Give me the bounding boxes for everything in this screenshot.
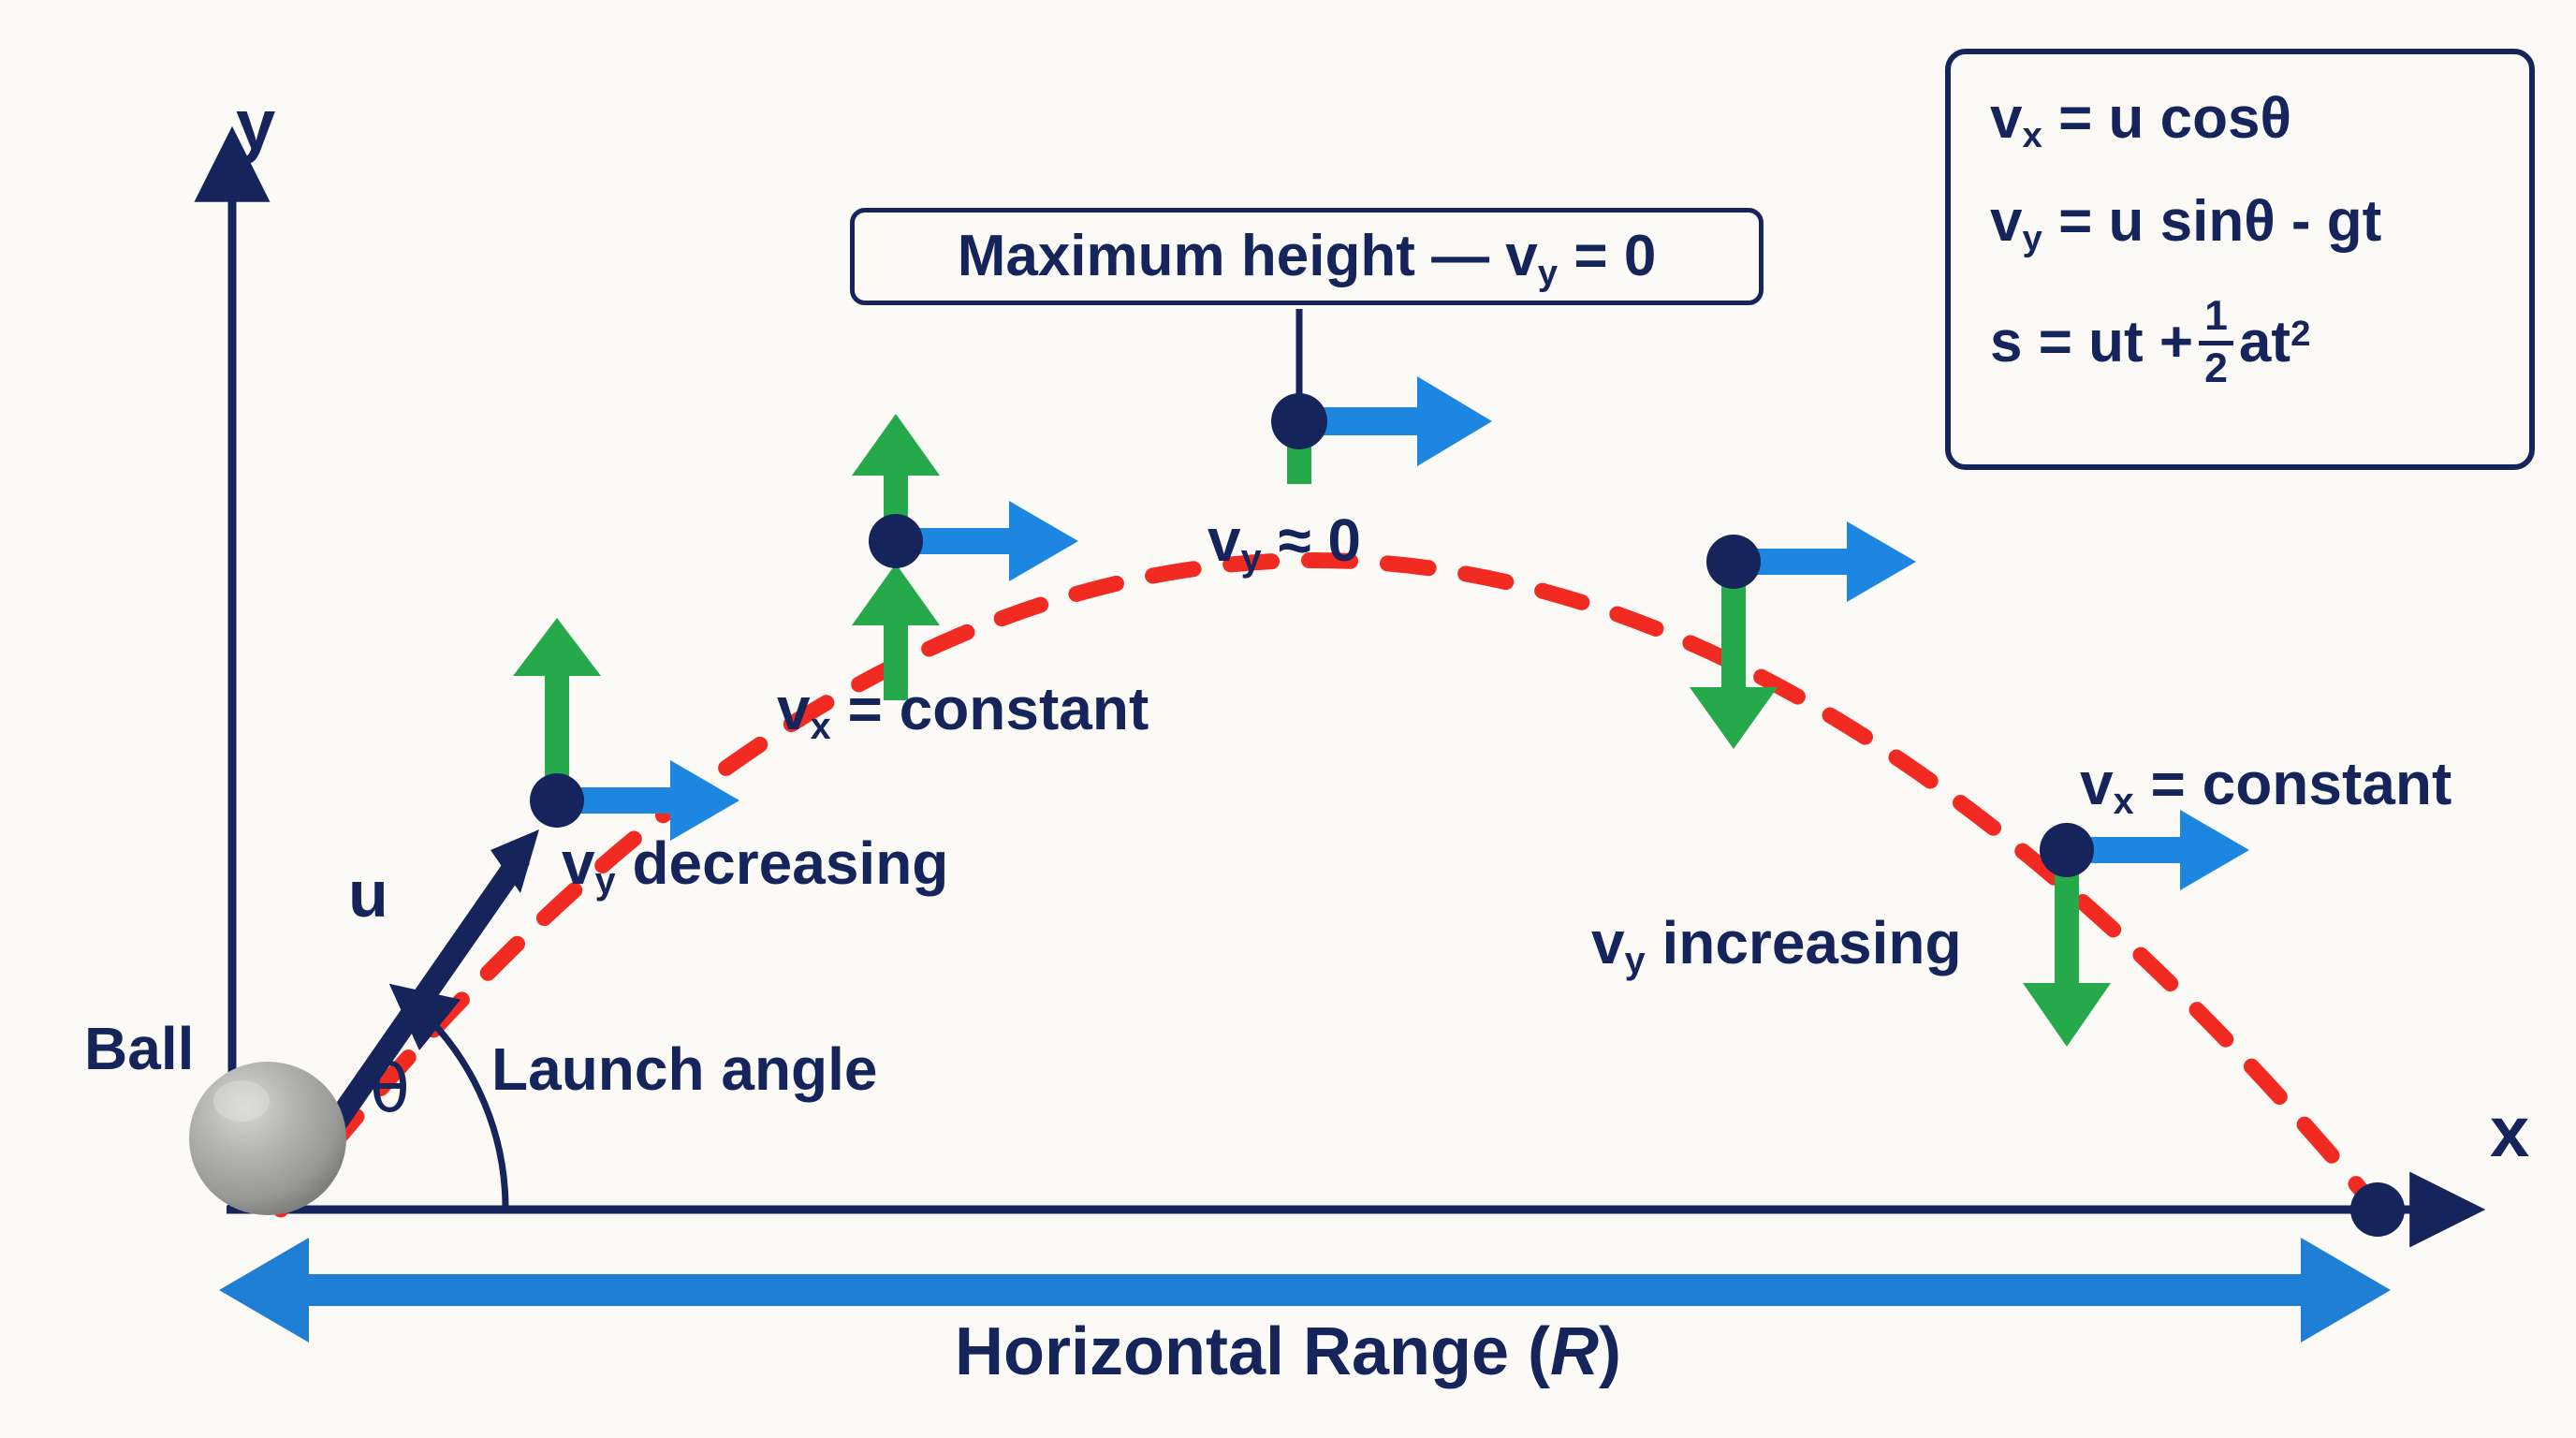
ball-label: Ball — [84, 1015, 195, 1082]
vy-subscript: y — [2022, 217, 2042, 258]
formula-vy: vy = u sinθ - gt — [1990, 193, 2529, 257]
formula-vy-rhs: = u sinθ - gt — [2042, 189, 2382, 254]
max-height-prefix: Maximum height — — [957, 224, 1506, 288]
initial-velocity-label: u — [348, 858, 388, 931]
vx-arrow-right-apex — [1299, 376, 1492, 466]
trajectory-point — [530, 773, 584, 828]
range-suffix: ) — [1599, 1314, 1621, 1389]
y-axis-label: y — [236, 85, 276, 165]
vx-constant-text: = constant — [830, 675, 1149, 742]
vy-arrow-down-5 — [2023, 850, 2111, 1047]
vy-zero-text: ≈ 0 — [1261, 506, 1361, 574]
one-half-fraction: 1 2 — [2199, 293, 2233, 390]
max-height-callout-box: Maximum height — vy = 0 — [850, 208, 1764, 305]
vx-arrow-right-2 — [896, 501, 1078, 581]
max-height-suffix: = 0 — [1558, 224, 1657, 288]
x-axis-label: x — [2490, 1093, 2530, 1172]
formula-s-tail: at — [2238, 310, 2291, 375]
vy-subscript: y — [594, 860, 616, 902]
vy-decreasing-text: decreasing — [615, 829, 949, 897]
vy-symbol: v — [1208, 506, 1241, 574]
vx-arrow-right-5 — [2067, 810, 2249, 890]
formula-s-lead: s = ut + — [1990, 310, 2194, 375]
trajectory-point — [869, 514, 923, 568]
vy-subscript: y — [1624, 940, 1646, 982]
formula-vx-rhs: = u cosθ — [2042, 86, 2291, 151]
max-height-callout-text: Maximum height — vy = 0 — [957, 224, 1657, 291]
vy-increasing-text: increasing — [1645, 909, 1962, 976]
vx-constant-text: = constant — [2133, 750, 2452, 817]
range-symbol: R — [1550, 1314, 1600, 1389]
trajectory-marker-4 — [1690, 521, 1916, 749]
vx-symbol: v — [777, 675, 811, 742]
axis-group — [194, 125, 2486, 1248]
vx-constant-left-label: vx = constant — [777, 679, 1149, 745]
trajectory-marker-5 — [2023, 810, 2249, 1047]
vy-subscript: y — [1537, 252, 1559, 293]
launch-angle-arc — [388, 983, 509, 1211]
vx-subscript: x — [810, 706, 831, 748]
vy-arrow-up-1 — [513, 618, 601, 800]
theta-symbol-label: θ — [370, 1050, 410, 1127]
formula-box: vx = u cosθ vy = u sinθ - gt s = ut + 1 … — [1945, 49, 2535, 470]
vx-subscript: x — [2022, 114, 2042, 155]
trajectory-path — [272, 552, 2386, 1218]
vy-subscript: y — [1240, 537, 1262, 580]
vy-symbol: v — [1505, 224, 1538, 288]
horizontal-range-label: Horizontal Range (R) — [0, 1318, 2576, 1386]
range-prefix: Horizontal Range ( — [955, 1314, 1551, 1389]
vy-symbol: v — [1990, 189, 2023, 254]
trajectory-marker-1 — [513, 618, 739, 841]
trajectory-point — [1271, 393, 1327, 449]
vx-constant-right-label: vx = constant — [2080, 754, 2452, 820]
horizontal-range-arrow — [219, 1238, 2391, 1343]
formula-s-exponent: 2 — [2291, 313, 2311, 354]
trajectory-point — [2040, 823, 2094, 877]
vx-subscript: x — [2113, 781, 2134, 823]
vy-symbol: v — [1591, 909, 1625, 976]
fraction-numerator: 1 — [2204, 293, 2228, 339]
formula-displacement: s = ut + 1 2 at2 — [1990, 293, 2529, 390]
vy-symbol: v — [562, 829, 595, 897]
vx-symbol: v — [1990, 86, 2023, 151]
ball-sphere — [189, 1062, 346, 1215]
vy-increasing-label: vy increasing — [1591, 913, 1962, 979]
fraction-denominator: 2 — [2199, 340, 2233, 390]
vy-arrow-up-2b — [852, 564, 940, 700]
formula-vx: vx = u cosθ — [1990, 90, 2529, 154]
vy-decreasing-label: vy decreasing — [562, 833, 948, 900]
trajectory-point — [1706, 535, 1761, 589]
vx-symbol: v — [2080, 750, 2114, 817]
vy-approx-zero-label: vy ≈ 0 — [1208, 510, 1361, 577]
vx-arrow-right-4 — [1734, 521, 1916, 602]
trajectory-marker-apex — [1271, 309, 1492, 484]
trajectory-marker-2 — [852, 414, 1078, 700]
launch-angle-label: Launch angle — [491, 1035, 878, 1103]
landing-point — [2350, 1182, 2405, 1237]
